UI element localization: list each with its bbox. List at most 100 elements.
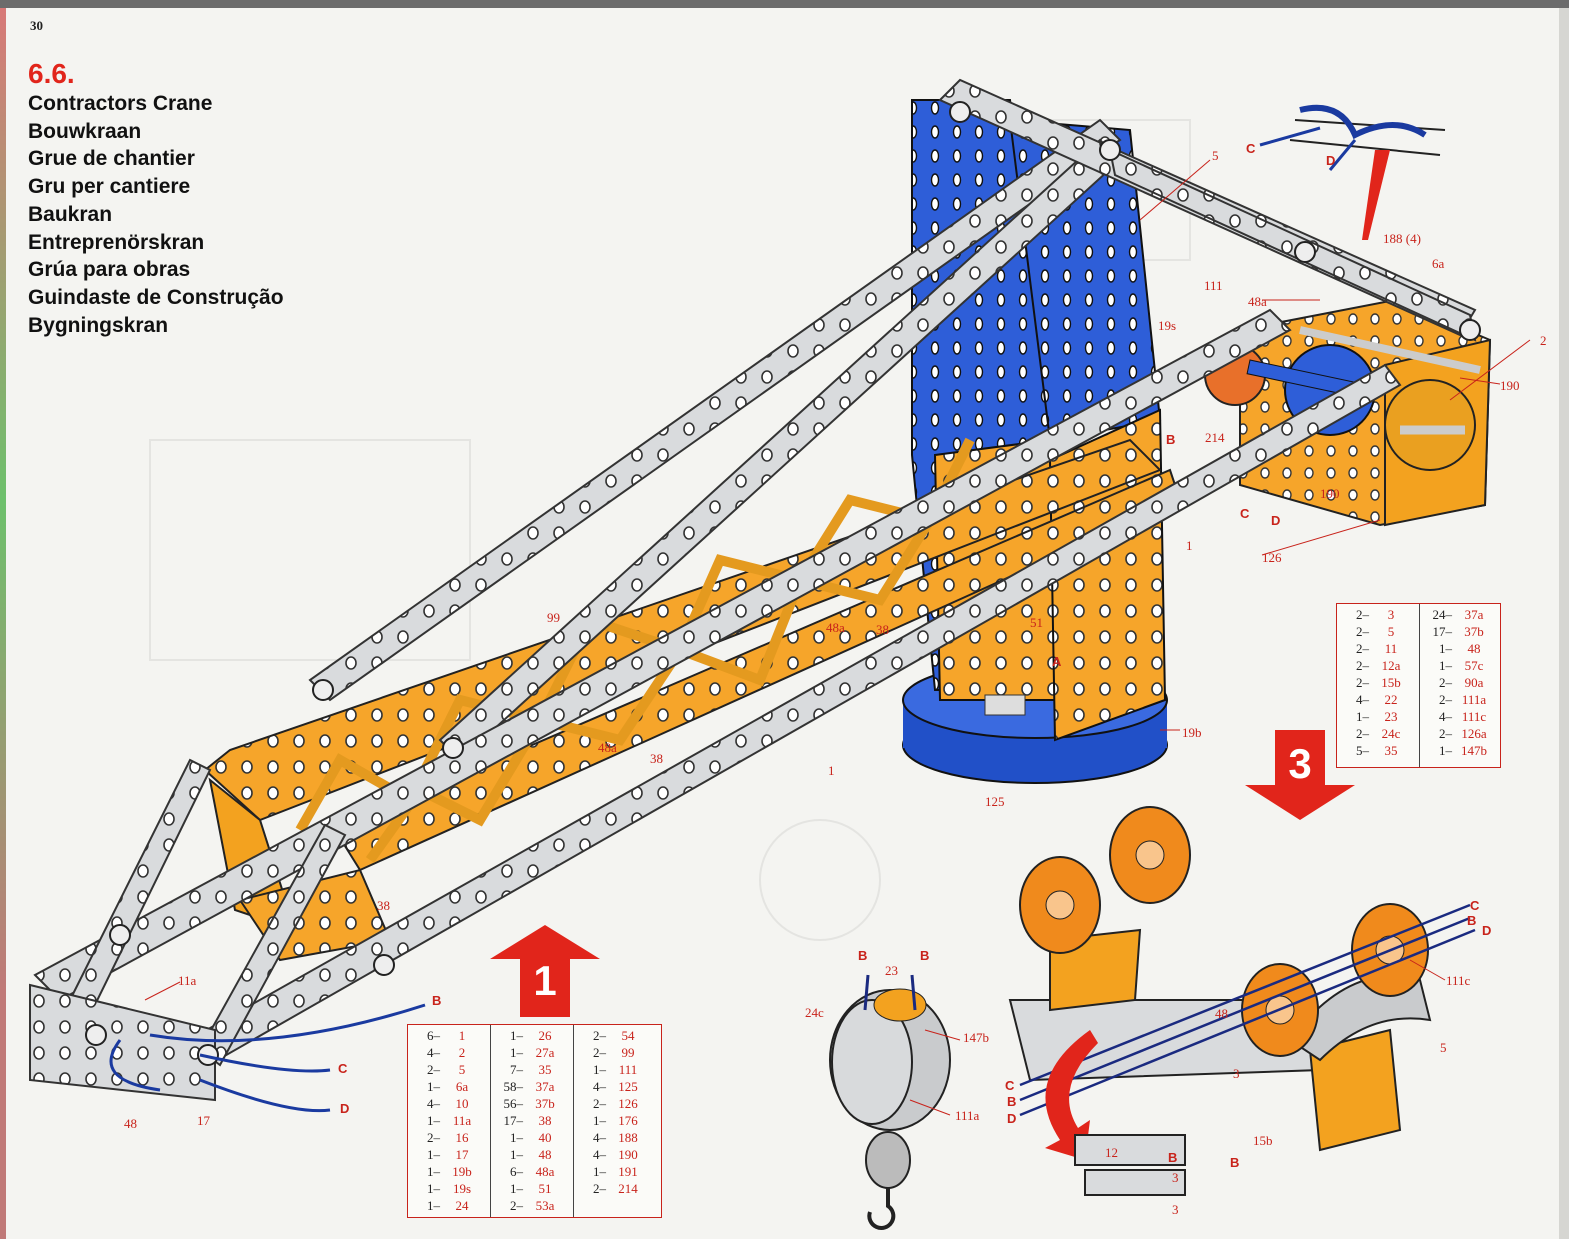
step-1-number: 1 <box>533 957 556 1004</box>
part-quantity: 2– <box>1439 692 1452 707</box>
part-quantity: 2– <box>1356 607 1369 622</box>
part-quantity: 58– <box>503 1079 524 1094</box>
cord-B-car-l: B <box>1007 1094 1016 1109</box>
parts-row: 2– 12a <box>1343 657 1413 674</box>
part-number: 48a <box>535 1164 555 1179</box>
part-number: 12a <box>1381 658 1401 673</box>
part-quantity: 2– <box>593 1181 606 1196</box>
parts-row: 4–22 <box>1343 691 1413 708</box>
parts-row: 1–26 <box>497 1027 567 1044</box>
parts-row: 2–11 <box>1343 640 1413 657</box>
parts-row: 17–38 <box>497 1112 567 1129</box>
parts-row: 1–23 <box>1343 708 1413 725</box>
callout-2: 2 <box>1540 333 1547 348</box>
cord-D-top: D <box>1326 153 1335 168</box>
part-number: 17 <box>455 1147 469 1162</box>
parts-row: 2– 111a <box>1426 691 1496 708</box>
cord-B-car: B <box>1467 913 1476 928</box>
part-number: 35 <box>1384 743 1398 758</box>
part-number: 48 <box>538 1147 552 1162</box>
parts-row: 2–54 <box>580 1027 650 1044</box>
parts-row: 2–126a <box>1426 725 1496 742</box>
model-name-nl: Bouwkraan <box>28 119 142 143</box>
parts-row: 1–6a <box>414 1078 484 1095</box>
part-number: 27a <box>535 1045 555 1060</box>
part-quantity: 2– <box>427 1062 440 1077</box>
part-quantity: 2– <box>427 1130 440 1145</box>
part-quantity: 4– <box>1439 709 1452 724</box>
parts-row: 2–53a <box>497 1197 567 1214</box>
cord-D-base: D <box>340 1101 349 1116</box>
callout-51: 51 <box>1030 615 1043 630</box>
cord-D-gear: D <box>1271 513 1280 528</box>
model-name-sv: Entreprenörskran <box>28 230 205 254</box>
part-quantity: 2– <box>1356 658 1369 673</box>
callout-48a-mid: 48a <box>826 620 845 635</box>
part-number: 5 <box>458 1062 466 1077</box>
part-number: 16 <box>455 1130 469 1145</box>
part-quantity: 17– <box>1432 624 1453 639</box>
part-number: 126a <box>1461 726 1487 741</box>
parts-row: 2–5 <box>1343 623 1413 640</box>
parts-row: 4– 111c <box>1426 708 1496 725</box>
part-number: 57c <box>1464 658 1484 673</box>
step-3-number: 3 <box>1288 740 1311 787</box>
part-number: 176 <box>618 1113 638 1128</box>
part-number: 37a <box>535 1079 555 1094</box>
parts-row: 2– 214 <box>580 1180 650 1197</box>
callout-188: 188 (4) <box>1383 231 1421 246</box>
callout-19s: 19s <box>1158 318 1176 333</box>
callout-99: 99 <box>547 610 560 625</box>
part-number: 214 <box>618 1181 638 1196</box>
part-number: 111a <box>1461 692 1487 707</box>
part-number: 11 <box>1384 641 1398 656</box>
part-quantity: 2– <box>593 1096 606 1111</box>
part-quantity: 1– <box>427 1147 440 1162</box>
part-quantity: 7– <box>510 1062 523 1077</box>
callout-23: 23 <box>885 963 898 978</box>
left-edge-strip <box>0 8 6 1239</box>
part-number: 190 <box>618 1147 638 1162</box>
part-quantity: 6– <box>427 1028 440 1043</box>
part-quantity: 1– <box>427 1164 440 1179</box>
callout-111: 111 <box>1204 278 1223 293</box>
cord-C-base: C <box>338 1061 348 1076</box>
parts-row: 1–51 <box>497 1180 567 1197</box>
model-name-fr: Grue de chantier <box>28 147 195 171</box>
parts-row: 2–90a <box>1426 674 1496 691</box>
parts-row: 1–11a <box>414 1112 484 1129</box>
part-quantity: 2– <box>510 1198 523 1213</box>
parts-row: 2– 5 <box>414 1061 484 1078</box>
part-number: 37b <box>1464 624 1484 639</box>
part-number: 111c <box>1461 709 1487 724</box>
part-number: 15b <box>1381 675 1401 690</box>
cord-detail <box>1259 104 1446 240</box>
part-number: 38 <box>538 1113 552 1128</box>
model-name-da: Bygningskran <box>28 313 169 337</box>
part-quantity: 4– <box>593 1079 606 1094</box>
part-quantity: 1– <box>593 1164 606 1179</box>
parts-row: 1–19b <box>414 1163 484 1180</box>
parts-row: 2–3 <box>1343 606 1413 623</box>
callout-1b: 1 <box>828 763 835 778</box>
callout-48-bot: 48 <box>124 1116 137 1131</box>
part-number: 147b <box>1461 743 1487 758</box>
cord-B-gear: B <box>1166 432 1175 447</box>
parts-row: 2–15b <box>1343 674 1413 691</box>
part-number: 1 <box>458 1028 466 1043</box>
cord-B-car-b: B <box>1168 1150 1177 1165</box>
part-number: 37a <box>1464 607 1484 622</box>
callout-A: A <box>1052 654 1062 669</box>
part-quantity: 1– <box>427 1113 440 1128</box>
parts-row: 5–35 <box>1343 742 1413 759</box>
callout-125: 125 <box>985 794 1005 809</box>
callout-38-mid: 38 <box>876 622 889 637</box>
model-name-it: Gru per cantiere <box>28 175 191 199</box>
parts-row: 7–35 <box>497 1061 567 1078</box>
step-3-arrow: 3 <box>1245 730 1355 820</box>
callout-190: 190 <box>1500 378 1520 393</box>
part-number: 10 <box>455 1096 469 1111</box>
